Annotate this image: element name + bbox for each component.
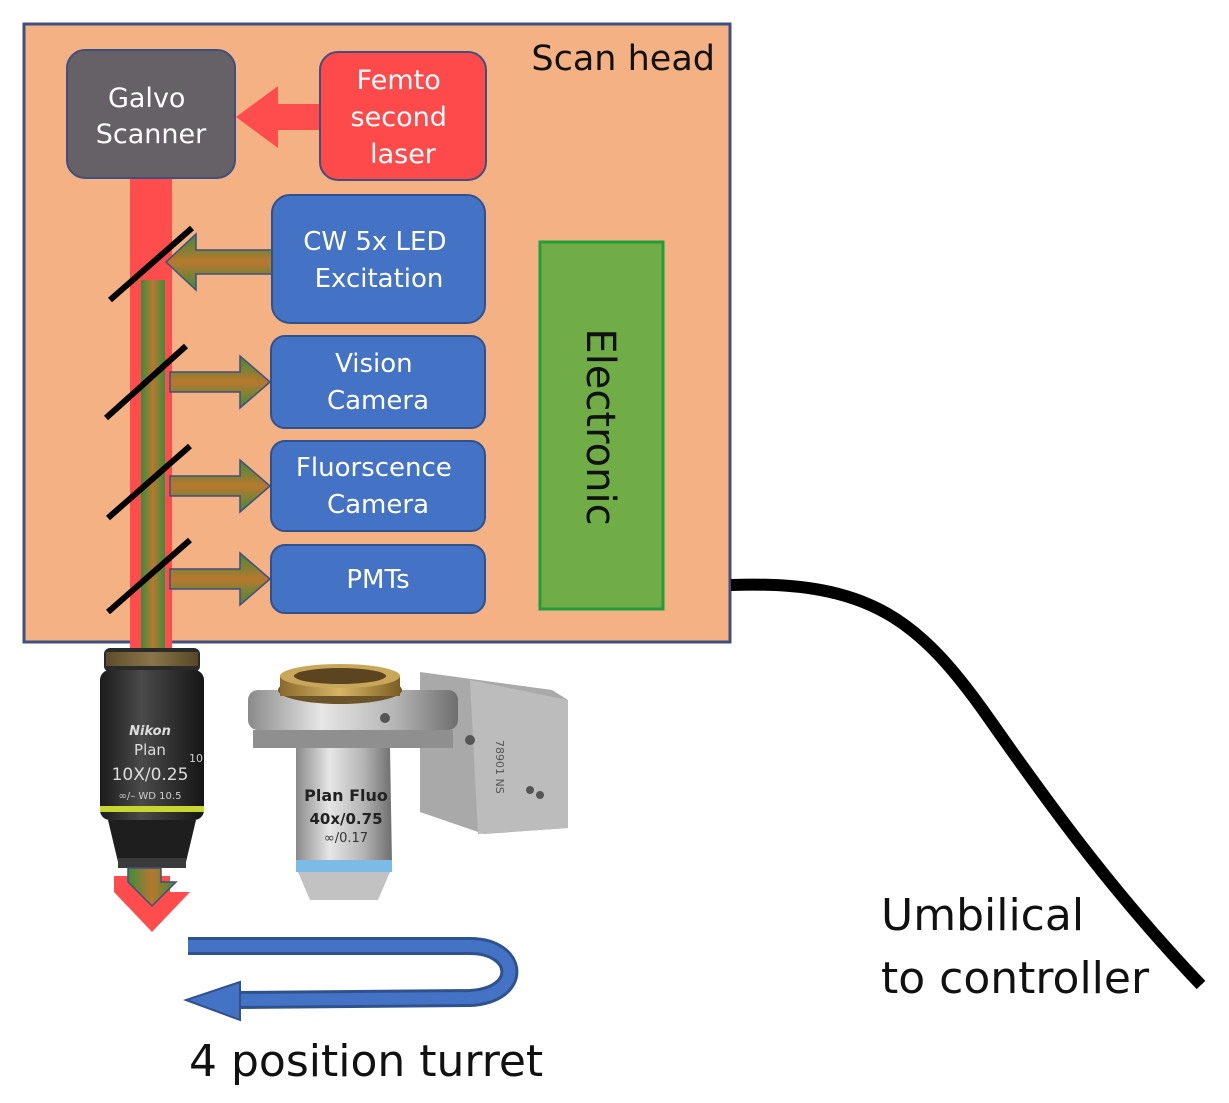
objective-10x: Nikon Plan 10X/0.25 ∞/– WD 10.5 10 [100,648,204,868]
pmts-box [270,544,486,614]
vision-line-2: Camera [327,386,429,416]
objective-10x-line-3: ∞/– WD 10.5 [119,791,182,802]
vision-camera-box [270,335,486,429]
fluorescence-camera-box [270,440,486,532]
objective-10x-line-2: 10X/0.25 [112,765,189,785]
galvo-scanner-box [66,49,236,179]
dichroic-mirror-1 [108,225,194,303]
pmts-arrow [169,551,272,607]
vision-line-1: Vision [335,349,413,379]
laser-line-2: second [351,102,447,133]
electronic-box [538,240,665,611]
objective-40x-line-2: 40x/0.75 [309,810,382,828]
galvo-line-1: Galvo [108,83,185,114]
galvo-line-2: Scanner [96,119,207,150]
umbilical-label-line-1: Umbilical [881,890,1084,941]
umbilical-cable [730,578,1206,990]
led-excitation-arrow [164,232,273,292]
led-excitation-label: CW 5x LED Excitation [303,227,455,294]
umbilical-label-line-2: to controller [881,953,1150,1004]
femtosecond-laser-label: Femto second laser [351,65,456,170]
laser-line-1: Femto [357,65,441,96]
objective-40x-line-3: ∞/0.17 [324,831,368,846]
scan-head-title: Scan head [531,39,715,79]
led-line-1: CW 5x LED [303,227,446,257]
turret-rotation-arrow-inner [188,940,516,1006]
dichroic-mirror-4 [106,537,192,615]
vision-camera-label: Vision Camera [327,349,429,416]
beam-exit-arrow-emission [127,867,178,908]
fluor-line-2: Camera [327,490,429,520]
led-excitation-box [271,194,486,324]
electronic-label: Electronic [577,328,623,525]
turret-mount-engraving: 78901 NS [493,740,506,794]
laser-to-galvo-arrow [236,86,320,148]
fluorescence-camera-label: Fluorscence Camera [296,453,460,520]
led-line-2: Excitation [315,264,444,294]
fluor-line-1: Fluorscence [296,453,452,483]
pmts-label: PMTs [346,565,409,595]
emission-beam-vertical [141,280,165,648]
dichroic-mirror-2 [103,343,189,421]
dichroic-mirror-3 [106,443,192,521]
objective-40x-with-mount: Plan Fluo 40x/0.75 ∞/0.17 78901 NS [248,664,568,900]
femtosecond-laser-box [319,51,487,181]
fluorescence-camera-arrow [169,458,272,514]
turret-label: 4 position turret [189,1036,543,1087]
objective-40x-line-1: Plan Fluo [304,786,388,805]
laser-line-3: laser [370,139,437,170]
galvo-scanner-label: Galvo Scanner [96,83,207,150]
objective-10x-brand: Nikon [129,724,171,739]
vision-camera-arrow [169,354,272,410]
objective-10x-line-1: Plan [134,741,166,759]
turret-rotation-arrowhead [182,980,241,1022]
objective-10x-side: 10 [189,752,203,765]
